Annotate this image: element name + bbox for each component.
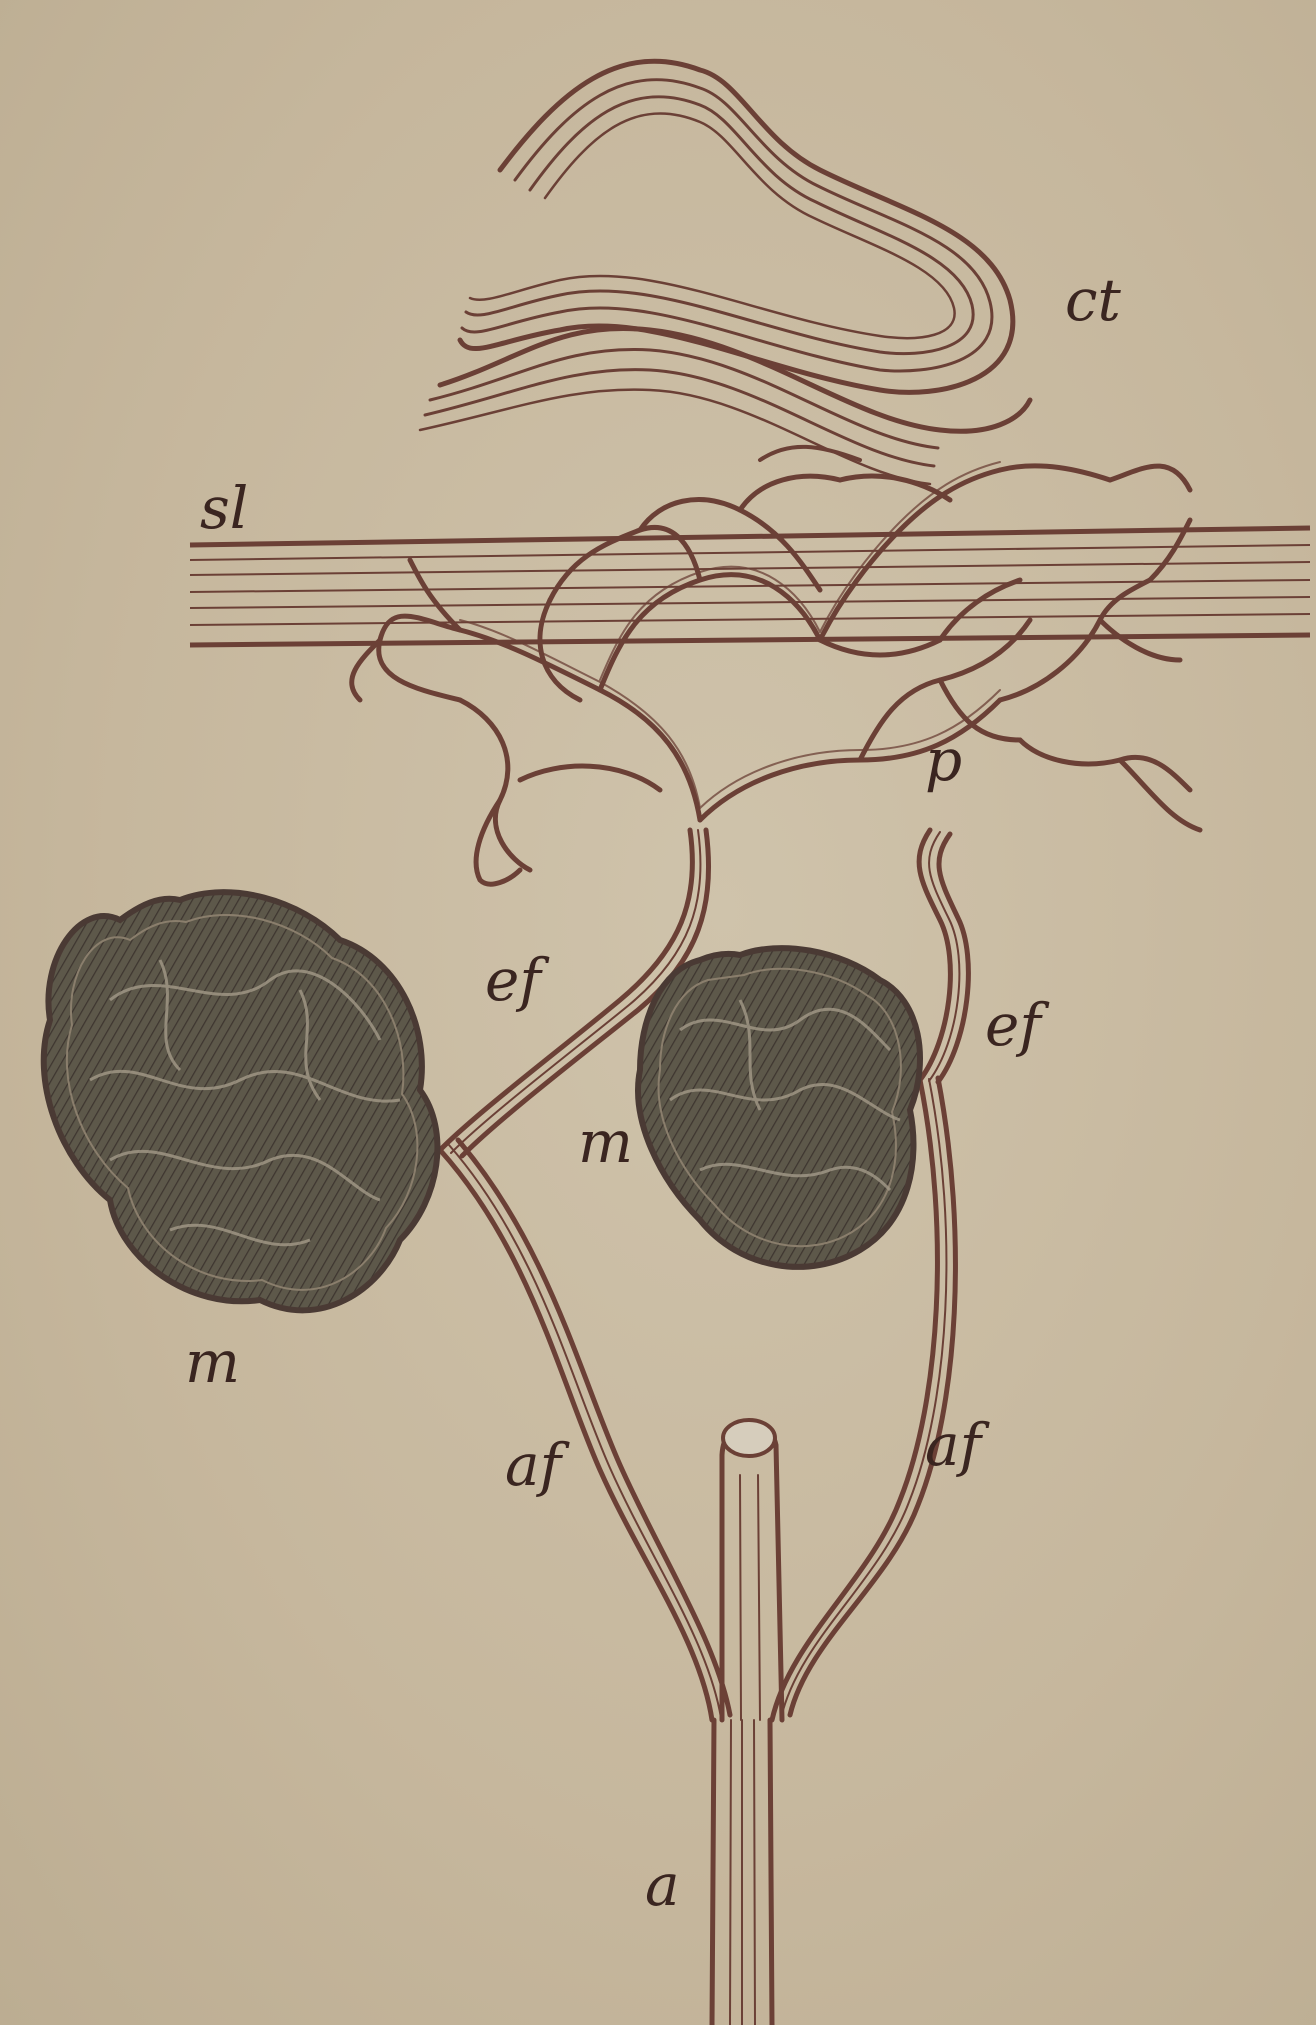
label-ef-left: ef <box>485 946 550 1014</box>
label-ef-right: ef <box>985 991 1050 1059</box>
glomerulus-left <box>44 892 438 1310</box>
convoluted-tubule <box>420 61 1030 484</box>
label-af-left: af <box>505 1431 571 1499</box>
label-m-left: m <box>185 1328 240 1396</box>
label-af-right: af <box>925 1411 991 1479</box>
label-sl: sl <box>200 474 248 542</box>
glomerulus-right <box>638 948 920 1267</box>
label-m-right: m <box>578 1108 633 1176</box>
label-p: p <box>925 726 962 794</box>
label-ct: ct <box>1065 266 1121 334</box>
label-a: a <box>645 1851 680 1919</box>
capillary-network <box>352 466 1200 884</box>
